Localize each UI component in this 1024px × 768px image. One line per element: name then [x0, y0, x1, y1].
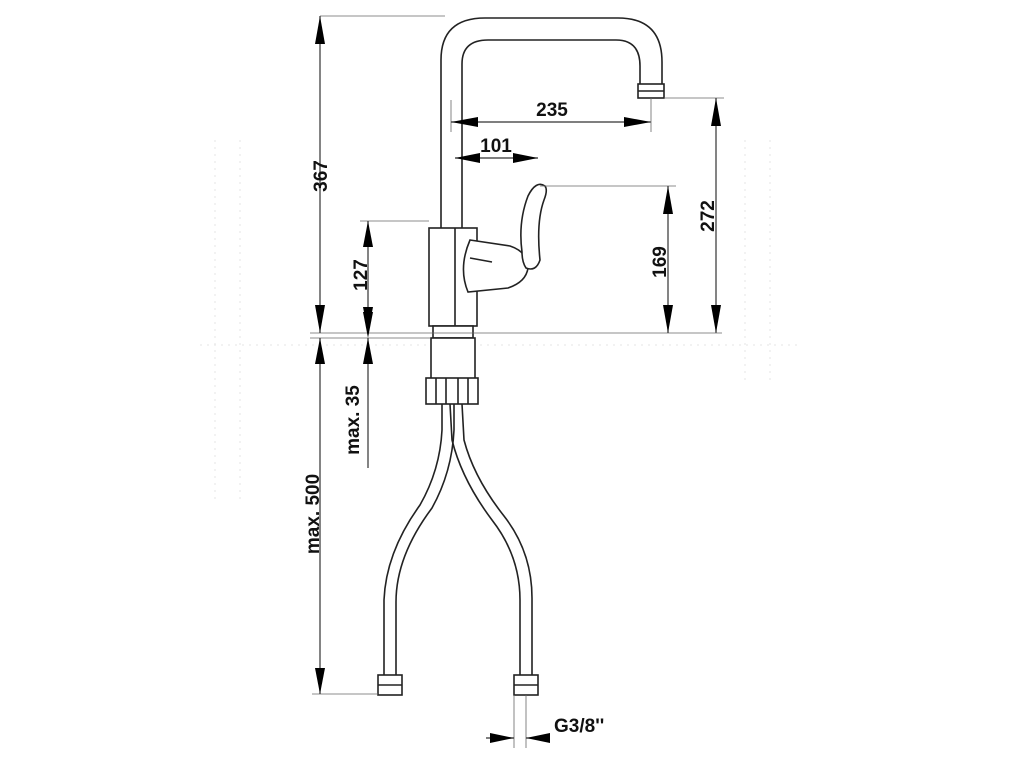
supply-hoses: [377, 403, 539, 696]
faucet-lever: [520, 183, 548, 270]
background-guides: [200, 140, 800, 500]
faucet-spout: [440, 17, 665, 228]
dimension-total-height: [310, 15, 480, 334]
dimension-label-lever-height: 169: [650, 246, 671, 278]
mounting-shank: [425, 325, 479, 405]
dimension-label-lever-offset: 101: [480, 136, 512, 157]
dimension-lever-offset: [455, 153, 538, 163]
dimension-label-spout-outlet-height: 272: [698, 200, 719, 232]
dimension-label-total-height: 367: [311, 160, 332, 192]
dimension-mounting-depth: [310, 312, 430, 468]
dimension-hose-length: [312, 338, 378, 695]
dimension-label-connection-thread: G3/8'': [554, 716, 604, 737]
dimension-label-spout-reach: 235: [536, 100, 568, 121]
dimension-connection-thread: [486, 695, 550, 748]
dimension-spout-reach: [450, 98, 652, 132]
dimension-spout-outlet-height: [664, 97, 724, 333]
dimension-lever-height: [480, 185, 722, 334]
dimension-label-body-height: 127: [351, 259, 372, 291]
dimension-label-hose-length: max. 500: [303, 474, 324, 554]
dimension-label-mounting-depth: max. 35: [343, 385, 364, 455]
faucet-body: [428, 227, 529, 327]
